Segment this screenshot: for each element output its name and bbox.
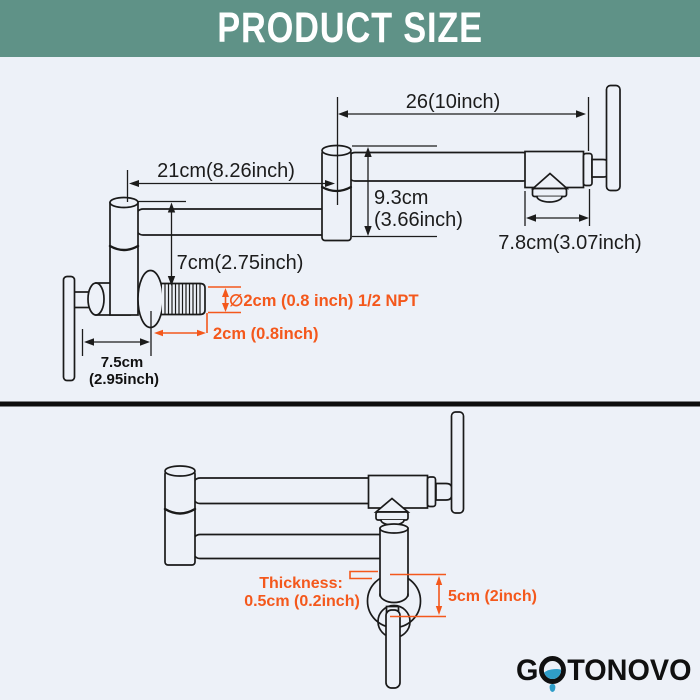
pot-filler-folded-drawing (163, 411, 465, 689)
right-handle-lever (605, 84, 621, 192)
logo-text-tonovo: TONOVO (567, 654, 692, 687)
dim-thread-npt-label: ∅2cm (0.8 inch) 1/2 NPT (229, 292, 419, 310)
thickness-label: Thickness: (259, 575, 343, 592)
dim-wall-body-label-line1: 7.5cm (101, 354, 144, 371)
water-drop-o-icon (539, 656, 567, 692)
page-title: PRODUCT SIZE (217, 4, 483, 52)
thickness-value-label: 0.5cm (0.2inch) (244, 593, 360, 610)
upper-dimension-lines (81, 97, 591, 356)
brand-logo: G TONOVO (516, 654, 692, 692)
dim-spout-head-label: 7.8cm(3.07inch) (498, 232, 641, 254)
thread-hatching (164, 283, 201, 315)
title-banner: PRODUCT SIZE (0, 0, 700, 57)
dim-wall-body-label-line2: (2.95inch) (89, 371, 159, 388)
dim-drop-label: 7cm(2.75inch) (177, 252, 304, 274)
upper-dimension-arrowheads (84, 110, 589, 346)
pot-filler-extended-drawing (62, 84, 621, 382)
lower-orange-arrowheads (435, 576, 443, 615)
bottom-handle-lever (385, 609, 401, 689)
upper-orange-arrowheads (154, 288, 229, 337)
section-divider (0, 401, 700, 407)
dim-spout-reach-label: 26(10inch) (406, 91, 501, 113)
dim-joint-height-label-line1: 9.3cm (374, 187, 428, 209)
dim-left-arm-label: 21cm(8.26inch) (157, 160, 295, 182)
water-droplet-shape (549, 684, 556, 692)
dim-flange-label: 5cm (2inch) (448, 588, 537, 605)
dim-thread-length-label: 2cm (0.8inch) (213, 325, 318, 343)
left-handle-lever (62, 275, 76, 382)
water-wave-shape (544, 669, 562, 679)
lower-orange-dimension-lines (349, 570, 446, 618)
folded-handle-lever (450, 411, 465, 514)
dim-joint-height-label-line2: (3.66inch) (374, 209, 463, 231)
faucet-dimension-diagrams: 26(10inch) 21cm(8.26inch) 9.3cm (3.66inc… (0, 84, 700, 689)
logo-text-g: G (516, 654, 539, 687)
upper-orange-dimension-lines (162, 286, 241, 334)
